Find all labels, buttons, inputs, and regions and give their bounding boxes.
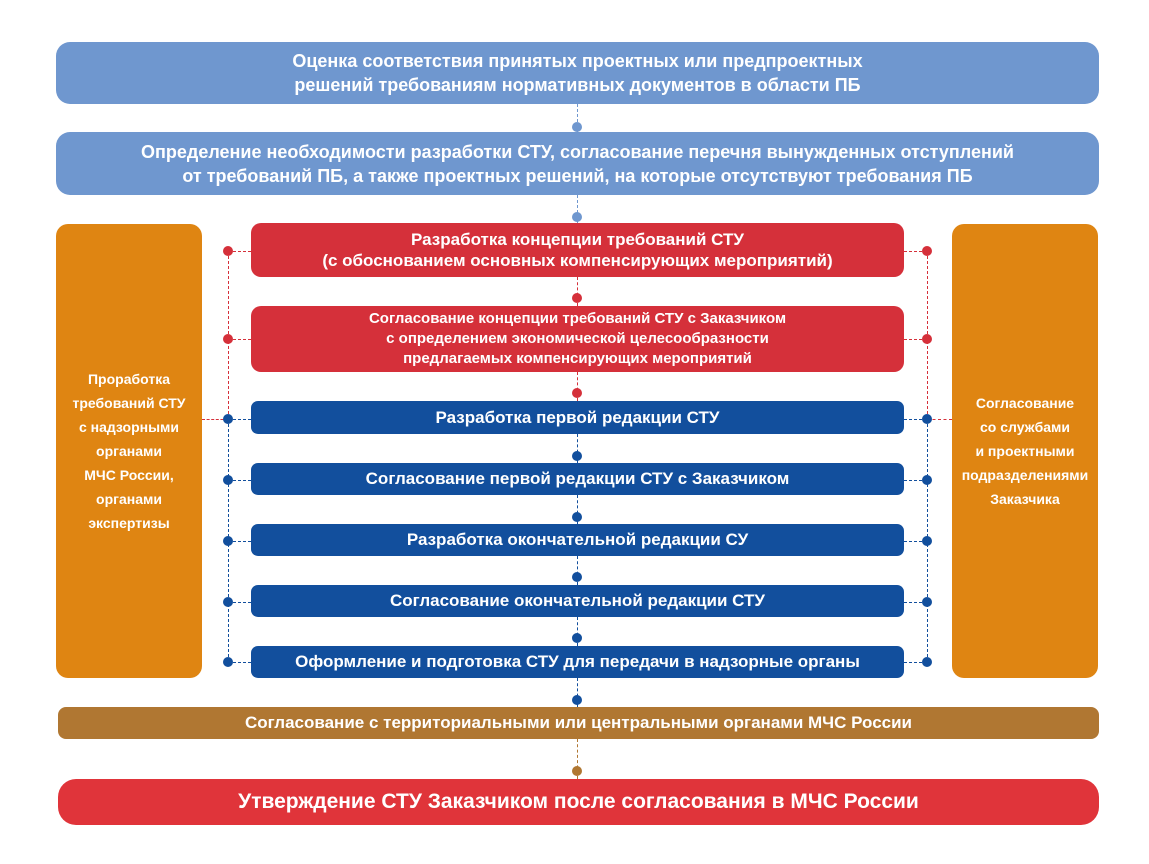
left-tap — [228, 541, 251, 542]
center-link — [577, 556, 578, 585]
center-dot — [572, 695, 582, 705]
step-first-draft-agreement-label: Согласование первой редакции СТУ с Заказ… — [365, 469, 790, 488]
step-submission: Оформление и подготовка СТУ для передачи… — [251, 646, 904, 678]
step-mchs-agreement: Согласование с территориальными или цент… — [58, 707, 1099, 739]
step-concept-agreement: Согласование концепции требований СТУ с … — [251, 306, 904, 372]
right-tap — [904, 251, 927, 252]
right-rail-dot — [922, 536, 932, 546]
left-rail-dot — [223, 597, 233, 607]
left-tap — [228, 339, 251, 340]
center-dot — [572, 293, 582, 303]
right-rail-dot — [922, 246, 932, 256]
right-tap — [904, 541, 927, 542]
step-final-draft-label: Разработка окончательной редакции СУ — [406, 530, 749, 549]
center-dot — [572, 633, 582, 643]
center-dot — [572, 451, 582, 461]
right-rail-dot — [922, 597, 932, 607]
left-tap — [228, 419, 251, 420]
right-rail-dot — [922, 475, 932, 485]
center-link — [577, 372, 578, 401]
center-dot — [572, 388, 582, 398]
left-tap — [228, 662, 251, 663]
step-assessment-label: Оценка соответствия принятых проектных и… — [292, 51, 863, 95]
right-rail-dot — [922, 334, 932, 344]
left-tap — [228, 480, 251, 481]
step-necessity: Определение необходимости разработки СТУ… — [56, 132, 1099, 195]
center-link — [577, 678, 578, 707]
left-tap — [228, 602, 251, 603]
center-link — [577, 195, 578, 223]
step-first-draft-agreement: Согласование первой редакции СТУ с Заказ… — [251, 463, 904, 495]
step-first-draft-label: Разработка первой редакции СТУ — [435, 407, 720, 427]
center-dot — [572, 572, 582, 582]
step-final-draft-agreement-label: Согласование окончательной редакции СТУ — [390, 591, 765, 610]
left-rail-dot — [223, 657, 233, 667]
center-link — [577, 617, 578, 646]
left-rail-dot — [223, 536, 233, 546]
right-tap — [904, 480, 927, 481]
center-link — [577, 495, 578, 524]
step-first-draft: Разработка первой редакции СТУ — [251, 401, 904, 434]
right-tap — [904, 339, 927, 340]
step-concept-agreement-label: Согласование концепции требований СТУ с … — [368, 310, 787, 367]
center-link — [577, 434, 578, 463]
center-dot — [572, 122, 582, 132]
left-panel-link — [202, 419, 228, 420]
step-final-approval: Утверждение СТУ Заказчиком после согласо… — [58, 779, 1099, 825]
left-rail-dot — [223, 414, 233, 424]
step-mchs-agreement-label: Согласование с территориальными или цент… — [244, 713, 913, 732]
left-rail-dot — [223, 475, 233, 485]
center-link — [577, 277, 578, 306]
step-concept-development-label: Разработка концепции требований СТУ(с об… — [322, 230, 833, 270]
right-tap — [904, 602, 927, 603]
step-concept-development: Разработка концепции требований СТУ(с об… — [251, 223, 904, 277]
center-link — [577, 104, 578, 132]
center-dot — [572, 766, 582, 776]
step-necessity-label: Определение необходимости разработки СТУ… — [141, 141, 1014, 186]
step-final-draft-agreement: Согласование окончательной редакции СТУ — [251, 585, 904, 617]
center-dot — [572, 212, 582, 222]
left-rail-dot — [223, 246, 233, 256]
step-assessment: Оценка соответствия принятых проектных и… — [56, 42, 1099, 104]
right-rail-dot — [922, 414, 932, 424]
step-submission-label: Оформление и подготовка СТУ для передачи… — [295, 652, 860, 671]
right-panel-link — [927, 419, 952, 420]
right-rail-dot — [922, 657, 932, 667]
right-tap — [904, 662, 927, 663]
center-link — [577, 739, 578, 779]
step-final-draft: Разработка окончательной редакции СУ — [251, 524, 904, 556]
right-tap — [904, 419, 927, 420]
left-rail-dot — [223, 334, 233, 344]
left-tap — [228, 251, 251, 252]
center-dot — [572, 512, 582, 522]
step-final-approval-label: Утверждение СТУ Заказчиком после согласо… — [238, 790, 919, 813]
